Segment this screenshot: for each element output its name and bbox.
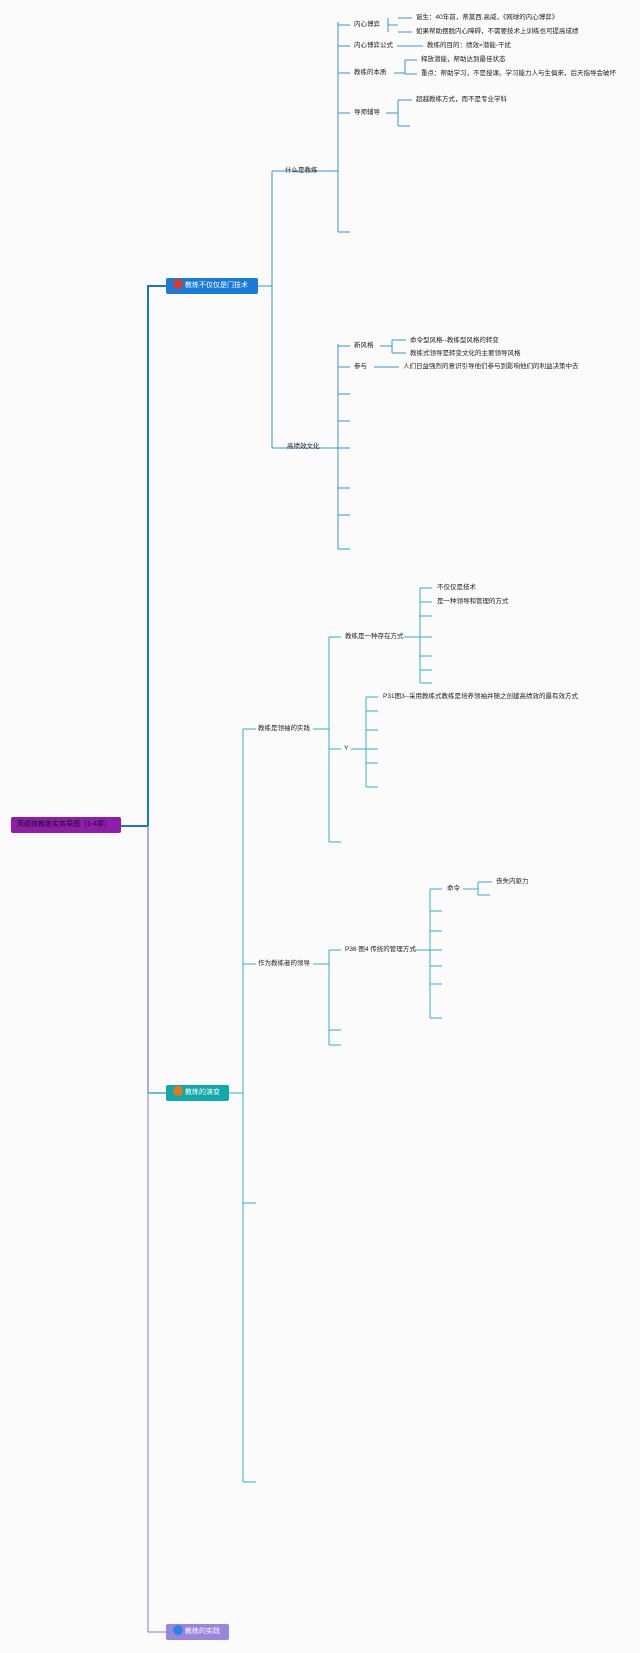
root-node[interactable]: 高绩效教练实务导图（1-4章） bbox=[11, 817, 121, 833]
subtopic-label[interactable]: Y bbox=[344, 745, 349, 752]
detail-label[interactable]: 命令型风格--教练型风格的转变 bbox=[410, 337, 499, 344]
detail-label[interactable]: 超越教练方式，而不是专业学科 bbox=[416, 96, 507, 103]
subtopic-label[interactable]: 内心博弈公式 bbox=[354, 42, 393, 49]
subtopic-label[interactable]: 教练的本质 bbox=[354, 69, 387, 76]
branch-node-1[interactable]: 教练不仅仅是门技术 bbox=[166, 278, 258, 294]
topic-label[interactable]: 什么是教练 bbox=[285, 167, 318, 174]
root-to-branch1-line bbox=[121, 285, 166, 827]
topic-label[interactable]: 教练是领袖的实践 bbox=[258, 725, 310, 732]
subtopic-label[interactable]: 新风格 bbox=[354, 342, 374, 349]
root-to-branch3-line bbox=[147, 826, 166, 1633]
topic-label[interactable]: 高绩效文化 bbox=[287, 443, 320, 450]
branch-node-3[interactable]: 教练的实践 bbox=[166, 1624, 229, 1640]
detail-label[interactable]: 诞生：40年前，蒂莫西.高威，《网球的内心博弈》 bbox=[416, 14, 559, 21]
root-to-branch2-line bbox=[147, 826, 166, 1094]
detail-label[interactable]: 丧失内驱力 bbox=[496, 878, 529, 885]
detail-label[interactable]: 教练式领导是转变文化的主要领导风格 bbox=[410, 350, 521, 357]
orange-circle-icon bbox=[173, 1086, 183, 1096]
subtopic-label[interactable]: 内心博弈 bbox=[354, 21, 380, 28]
topic-label[interactable]: 作为教练者的领导 bbox=[258, 960, 310, 967]
root-label: 高绩效教练实务导图（1-4章） bbox=[17, 821, 112, 828]
detail-label[interactable]: 如果帮助摆脱内心障碍，不需要技术上训练也可提高成绩 bbox=[416, 28, 579, 35]
subtopic-label[interactable]: P36 图4 传统的管理方式 bbox=[345, 946, 416, 953]
subtopic-label[interactable]: 导师辅导 bbox=[354, 109, 380, 116]
detail-label[interactable]: 释放潜能，帮助达到最佳状态 bbox=[421, 56, 506, 63]
detail-label[interactable]: P31图3--采用教练式教练是培养领袖并随之创建高绩效的最有效方式 bbox=[383, 693, 579, 700]
detail-label[interactable]: 重点：帮助学习，不是授课。学习能力人与生俱来，后天指导会破坏 bbox=[421, 70, 616, 77]
detail-label[interactable]: 教练的目的：绩效=潜能-干扰 bbox=[427, 42, 511, 49]
branch-node-2[interactable]: 教练的演变 bbox=[166, 1085, 229, 1101]
detail-label[interactable]: 是一种领导和管理的方式 bbox=[437, 598, 509, 605]
branch-label-1: 教练不仅仅是门技术 bbox=[185, 282, 248, 289]
red-circle-icon bbox=[173, 279, 183, 289]
detail-label[interactable]: 命令 bbox=[447, 885, 460, 892]
detail-label[interactable]: 不仅仅是技术 bbox=[437, 584, 476, 591]
branch-label-3: 教练的实践 bbox=[185, 1628, 220, 1635]
subtopic-label[interactable]: 参与 bbox=[354, 363, 367, 370]
subtopic-label[interactable]: 教练是一种存在方式 bbox=[345, 633, 404, 640]
blue-circle-icon bbox=[173, 1625, 183, 1635]
branch-label-2: 教练的演变 bbox=[185, 1089, 220, 1096]
detail-label[interactable]: 人们日益强烈的意识引导他们参与到影响他们的利益决策中去 bbox=[403, 363, 579, 370]
